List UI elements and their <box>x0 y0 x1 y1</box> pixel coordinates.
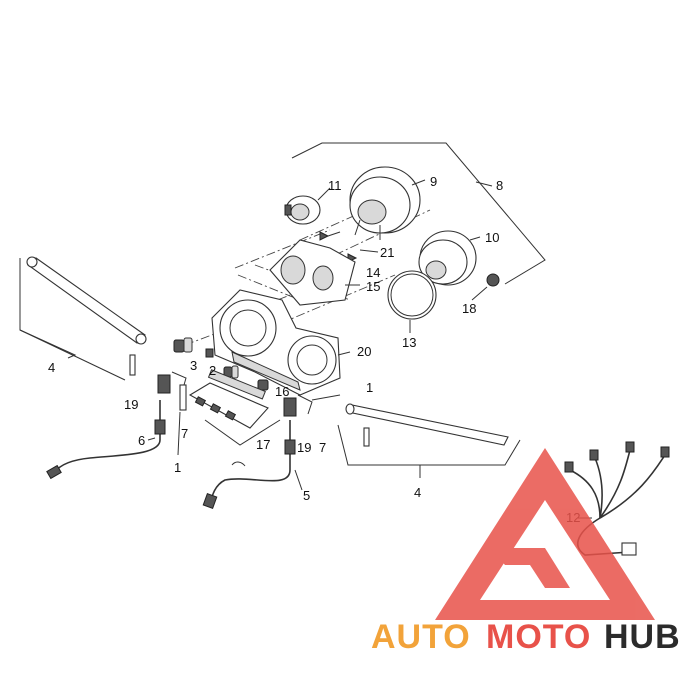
bracket-4-left <box>19 258 126 381</box>
label-4-left: 4 <box>48 360 55 375</box>
label-15: 15 <box>366 279 380 294</box>
part-20-housing <box>211 289 351 396</box>
part-15-plate <box>269 239 360 306</box>
part-17-panel <box>188 369 269 429</box>
part-9-gauge <box>349 166 426 240</box>
label-20: 20 <box>357 344 371 359</box>
label-2: 2 <box>209 363 216 378</box>
label-9: 9 <box>430 174 437 189</box>
label-17: 17 <box>256 437 270 452</box>
watermark-moto: MOTO <box>486 618 591 656</box>
label-6: 6 <box>138 433 145 448</box>
watermark-auto: AUTO <box>371 618 471 656</box>
bracket-17 <box>204 419 281 446</box>
label-4-right: 4 <box>414 485 421 500</box>
part-13-ring <box>387 270 437 333</box>
watermark-inner-shape-icon <box>490 548 570 588</box>
watermark-triangle-icon <box>435 448 655 620</box>
part-4-tube-left <box>26 256 147 376</box>
label-19-right: 19 <box>297 440 311 455</box>
bracket-4-right <box>337 424 521 478</box>
label-5: 5 <box>303 488 310 503</box>
label-1-left: 1 <box>174 460 181 475</box>
label-13: 13 <box>402 335 416 350</box>
label-8: 8 <box>496 178 503 193</box>
watermark-logo <box>435 448 655 620</box>
label-10: 10 <box>485 230 499 245</box>
label-19-left: 19 <box>124 397 138 412</box>
part-grommets <box>173 337 269 391</box>
watermark-text: AUTO MOTO HUB <box>371 618 681 656</box>
bracket-8 <box>291 142 546 285</box>
label-18: 18 <box>462 301 476 316</box>
part-5-cable <box>202 420 303 509</box>
part-6-cable <box>46 400 166 480</box>
part-10-gauge <box>418 230 481 286</box>
label-1-right: 1 <box>366 380 373 395</box>
part-18-nut <box>471 273 500 301</box>
label-7-left: 7 <box>181 426 188 441</box>
label-11: 11 <box>328 178 342 193</box>
label-14: 14 <box>366 265 380 280</box>
part-fittings-left <box>157 371 187 456</box>
label-21: 21 <box>380 245 394 260</box>
watermark-hub: HUB <box>604 618 681 656</box>
part-12-harness <box>564 441 670 556</box>
part-fittings-right <box>283 394 341 417</box>
part-4-tube-right <box>345 403 509 447</box>
label-16: 16 <box>275 384 289 399</box>
label-3: 3 <box>190 358 197 373</box>
label-7-right: 7 <box>319 440 326 455</box>
part-11-indicator <box>284 187 331 225</box>
